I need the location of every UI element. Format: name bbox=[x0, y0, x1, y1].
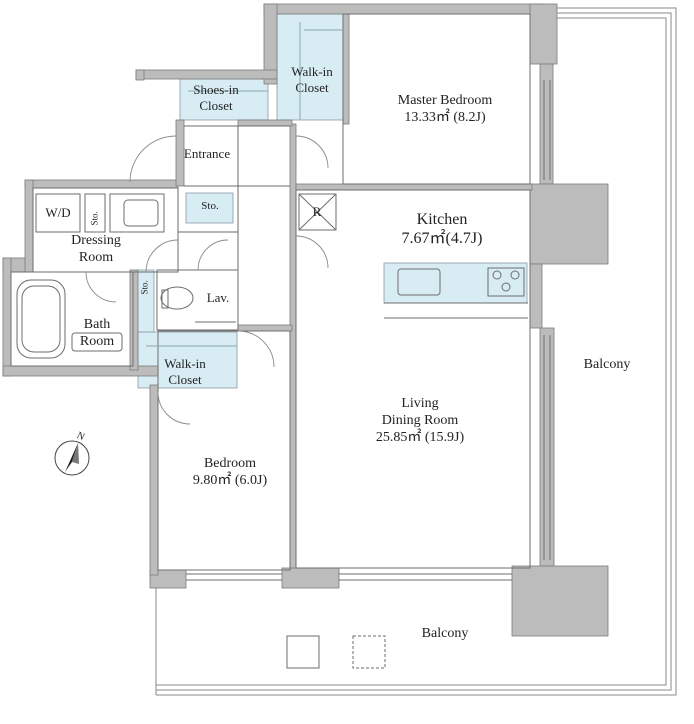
walkin-closet-mid-label: Walk-in Closet bbox=[152, 356, 218, 387]
walkin-closet-top-label: Walk-in Closet bbox=[283, 64, 341, 95]
living-name-line1: Living bbox=[401, 396, 439, 411]
bedroom-name: Bedroom bbox=[203, 456, 257, 471]
sto-hall-fill bbox=[185, 192, 234, 224]
living-name-line2: Dining Room bbox=[381, 412, 459, 428]
closet-fills bbox=[135, 13, 528, 389]
compass-icon bbox=[54, 440, 90, 476]
dressing-line1: Dressing bbox=[71, 233, 121, 248]
bedroom-area: 9.80㎡ (6.0J) bbox=[192, 472, 268, 488]
shoes-closet-label: Shoes-in Closet bbox=[182, 82, 250, 113]
master-bedroom-label: Master Bedroom 13.33㎡ (8.2J) bbox=[370, 93, 520, 127]
balcony-outline bbox=[155, 7, 677, 696]
dressing-room-label: Dressing Room bbox=[52, 233, 140, 267]
wd-label: W/D bbox=[45, 205, 71, 220]
master-bedroom-area: 13.33㎡ (8.2J) bbox=[404, 109, 486, 125]
walkin-mid-line2: Closet bbox=[168, 371, 202, 387]
bath-line1: Bath bbox=[83, 317, 111, 332]
sto-bath-label: Sto. bbox=[139, 280, 150, 295]
entrance-label: Entrance bbox=[183, 146, 231, 161]
walkin-top-line2: Closet bbox=[295, 79, 329, 95]
walkin-closet-top-fill bbox=[276, 13, 344, 121]
master-bedroom-name: Master Bedroom bbox=[397, 93, 493, 108]
kitchen-label: Kitchen 7.67㎡(4.7J) bbox=[372, 210, 512, 248]
bedroom-label: Bedroom 9.80㎡ (6.0J) bbox=[170, 456, 290, 490]
sto-dressing-label: Sto. bbox=[89, 211, 100, 226]
fridge-label: R bbox=[312, 204, 322, 219]
shoes-closet-fill bbox=[179, 78, 269, 121]
shoes-line1: Shoes-in bbox=[193, 82, 239, 97]
shoes-line2: Closet bbox=[199, 97, 233, 113]
walkin-mid-line1: Walk-in bbox=[164, 356, 206, 371]
living-dining-label: Living Dining Room 25.85㎡ (15.9J) bbox=[350, 396, 490, 446]
compass: N bbox=[50, 430, 94, 478]
kitchen-name: Kitchen bbox=[416, 211, 468, 228]
kitchen-area: 7.67㎡(4.7J) bbox=[401, 230, 483, 248]
sto-hall-label: Sto. bbox=[201, 200, 219, 212]
room-lines bbox=[10, 13, 551, 669]
bath-room-label: Bath Room bbox=[66, 317, 128, 351]
walkin-top-line1: Walk-in bbox=[291, 64, 333, 79]
walkin-closet-mid-fill bbox=[137, 331, 238, 389]
balcony-bottom-label: Balcony bbox=[421, 626, 469, 641]
door-swings bbox=[85, 135, 329, 425]
walls bbox=[2, 3, 609, 637]
bath-line2: Room bbox=[79, 333, 115, 349]
balcony-right-label: Balcony bbox=[583, 357, 631, 372]
dressing-line2: Room bbox=[78, 249, 114, 265]
living-area: 25.85㎡ (15.9J) bbox=[375, 429, 465, 445]
lav-label: Lav. bbox=[206, 290, 230, 305]
